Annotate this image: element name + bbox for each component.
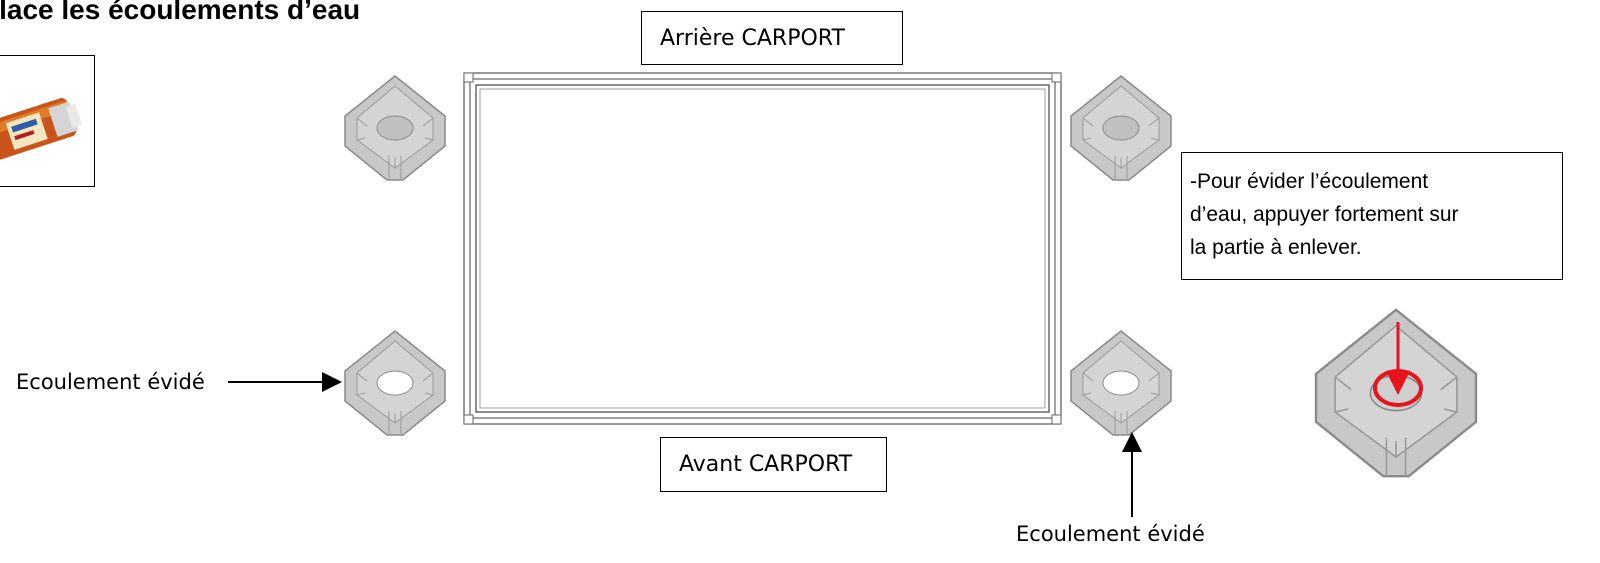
page-title: place les écoulements d’eau	[0, 0, 361, 25]
rear-carport-label: Arrière CARPORT	[641, 11, 903, 65]
note-line-1: -Pour évider l’écoulement	[1190, 170, 1429, 193]
corner-piece-bottom-right	[1070, 330, 1172, 436]
sealant-photo	[0, 55, 95, 187]
instruction-note: -Pour évider l’écoulement d’eau, appuyer…	[1181, 152, 1563, 280]
sealant-tube-icon	[0, 98, 82, 163]
drain-label-left: Ecoulement évidé	[16, 370, 205, 394]
corner-piece-bottom-left	[344, 330, 446, 436]
corner-detail-enlarged	[1314, 308, 1478, 478]
drain-label-bottom: Ecoulement évidé	[1016, 522, 1205, 546]
front-carport-label: Avant CARPORT	[660, 437, 887, 492]
note-line-2: d’eau, appuyer fortement sur	[1190, 203, 1459, 226]
front-carport-text: Avant CARPORT	[679, 452, 853, 477]
note-line-3: la partie à enlever.	[1190, 236, 1362, 259]
corner-piece-top-right	[1070, 75, 1172, 181]
corner-piece-top-left	[344, 75, 446, 181]
carport-frame	[463, 72, 1062, 425]
rear-carport-text: Arrière CARPORT	[660, 25, 845, 51]
